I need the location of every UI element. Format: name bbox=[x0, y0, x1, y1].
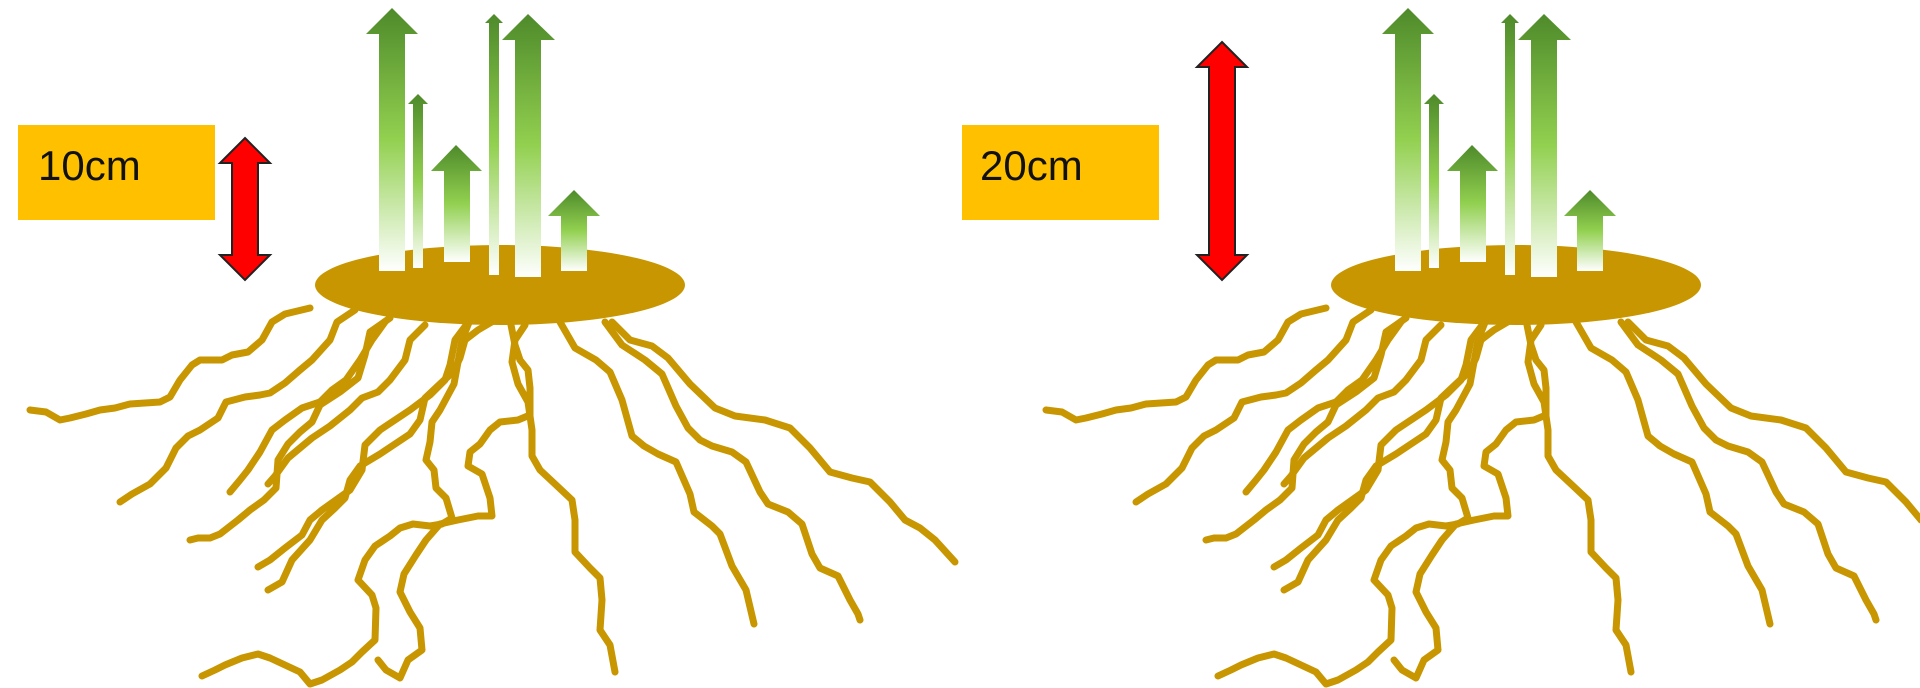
depth-label-text: 20cm bbox=[980, 142, 1083, 189]
shoot-arrows bbox=[366, 8, 600, 277]
soil-disk bbox=[315, 245, 685, 325]
up-arrow-icon bbox=[1424, 94, 1444, 268]
up-arrow-icon bbox=[366, 8, 418, 271]
up-arrow-icon bbox=[485, 14, 503, 275]
depth-label-text: 10cm bbox=[38, 142, 141, 189]
up-arrow-icon bbox=[431, 145, 482, 262]
double-headed-arrow-icon bbox=[1197, 42, 1247, 280]
up-arrow-icon bbox=[1382, 8, 1434, 271]
panel-left: 10cm bbox=[18, 8, 955, 684]
up-arrow-icon bbox=[1447, 145, 1498, 262]
roots bbox=[30, 308, 955, 684]
soil-disk bbox=[1331, 245, 1701, 325]
shoot-arrows bbox=[1382, 8, 1616, 277]
roots bbox=[1046, 308, 1920, 684]
panel-right: 20cm bbox=[962, 8, 1920, 684]
double-headed-arrow-icon bbox=[220, 138, 270, 280]
up-arrow-icon bbox=[1518, 14, 1571, 277]
up-arrow-icon bbox=[408, 94, 428, 268]
up-arrow-icon bbox=[502, 14, 555, 277]
up-arrow-icon bbox=[1501, 14, 1519, 275]
